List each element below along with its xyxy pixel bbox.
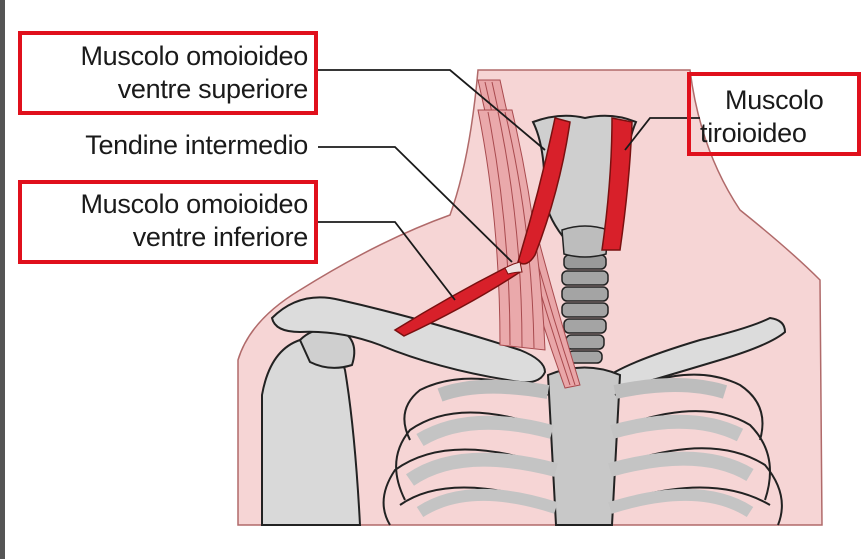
label-tendine-intermedio: Tendine intermedio xyxy=(26,129,308,162)
cricoid-cartilage xyxy=(562,226,608,257)
highlight-box-omoioideo-superior xyxy=(18,31,318,115)
highlight-box-omoioideo-inferior xyxy=(18,180,318,264)
highlight-box-tiroioideo xyxy=(687,72,861,156)
sternum xyxy=(548,368,620,526)
